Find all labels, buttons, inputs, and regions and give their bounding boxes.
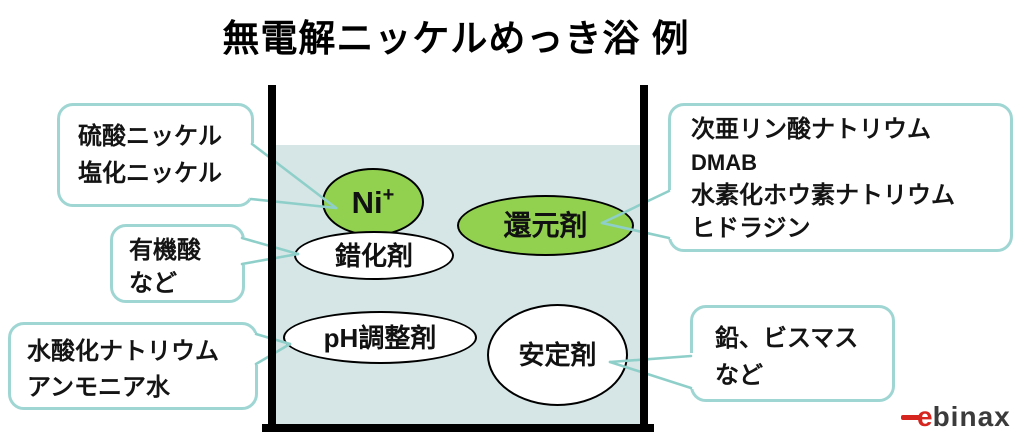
callout-line: 硫酸ニッケル — [78, 123, 222, 150]
stabilizer-label: 安定剤 — [518, 340, 597, 370]
callout-line: など — [715, 362, 763, 389]
beaker-left-wall — [268, 85, 276, 432]
callout-line: 水素化ホウ素ナトリウム — [691, 182, 955, 209]
callout-line: など — [129, 270, 177, 297]
nickel-ion-ellipse: Ni+ — [322, 168, 424, 236]
stabilizer-ellipse: 安定剤 — [487, 304, 628, 406]
callout-nickel-salts: 硫酸ニッケル 塩化ニッケル — [57, 103, 254, 207]
logo-dash-icon — [901, 414, 921, 420]
logo-letter-e: e — [917, 401, 933, 432]
callout-line: 鉛、ビスマス — [715, 325, 859, 352]
callout-ph-adjuster-examples: 水酸化ナトリウム アンモニア水 — [8, 322, 258, 410]
complexing-agent-ellipse: 錯化剤 — [294, 231, 454, 280]
callout-line: 塩化ニッケル — [78, 160, 222, 187]
reducing-agent-ellipse: 還元剤 — [457, 195, 634, 256]
callout-line: 次亜リン酸ナトリウム — [691, 116, 931, 143]
callout-line: アンモニア水 — [27, 374, 171, 401]
callout-complexing-examples: 有機酸 など — [110, 224, 245, 303]
callout-line: 水酸化ナトリウム — [27, 338, 219, 365]
diagram-title: 無電解ニッケルめっき浴 例 — [222, 18, 690, 59]
ph-adjuster-ellipse: pH調整剤 — [283, 311, 477, 364]
callout-line: DMAB — [691, 150, 757, 175]
beaker-right-wall — [640, 85, 648, 432]
logo-text: binax — [932, 401, 1011, 432]
complexing-agent-label: 錯化剤 — [334, 240, 413, 271]
callout-stabilizer-examples: 鉛、ビスマス など — [690, 305, 895, 402]
beaker-bottom — [262, 424, 654, 432]
ph-adjuster-label: pH調整剤 — [323, 322, 437, 353]
nickel-ion-label: Ni — [351, 184, 383, 220]
callout-line: 有機酸 — [129, 237, 201, 264]
callout-reducer-examples: 次亜リン酸ナトリウム DMAB 水素化ホウ素ナトリウム ヒドラジン — [668, 103, 1013, 252]
reducing-agent-label: 還元剤 — [503, 209, 588, 241]
callout-line: ヒドラジン — [691, 215, 811, 242]
